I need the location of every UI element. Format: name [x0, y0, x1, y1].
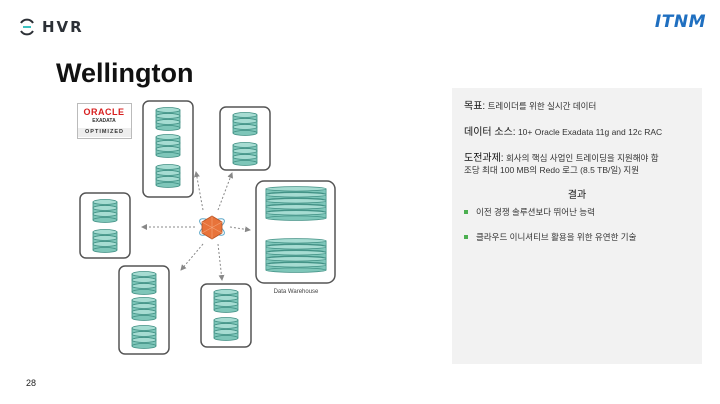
- goal-label: 목표:: [464, 101, 486, 112]
- data-warehouse-label: Data Warehouse: [274, 289, 319, 295]
- source-row: 데이터 소스: 10+ Oracle Exadata 11g and 12c R…: [464, 126, 694, 139]
- result-item: 클라우드 이니셔티브 활용을 위한 유연한 기술: [464, 231, 636, 243]
- page-number: 28: [26, 378, 37, 388]
- replication-arrows: [141, 171, 251, 281]
- hvr-logo: HVR: [18, 18, 84, 36]
- challenge-text-line1: 회사의 핵심 사업인 트레이딩을 지원해야 함: [505, 153, 659, 163]
- goal-row: 목표: 트레이더를 위한 실시간 데이터: [464, 100, 694, 113]
- hvr-logo-text: HVR: [42, 18, 84, 36]
- result-item-text: 클라우드 이니셔티브 활용을 위한 유연한 기술: [476, 232, 637, 242]
- result-item-text: 이전 경쟁 솔루션보다 뛰어난 능력: [476, 207, 595, 217]
- info-panel: 목표: 트레이더를 위한 실시간 데이터 데이터 소스: 10+ Oracle …: [452, 88, 702, 364]
- itnm-logo: ITNM: [654, 12, 706, 32]
- slide-title: Wellington: [56, 58, 194, 88]
- results-heading: 결과: [567, 190, 587, 201]
- goal-text: 트레이더를 위한 실시간 데이터: [487, 101, 597, 111]
- oracle-badge-line1: ORACLE: [83, 107, 125, 117]
- bullet-square-icon: [464, 235, 468, 239]
- hvr-mark-icon: [20, 18, 34, 36]
- source-label: 데이터 소스:: [464, 127, 516, 138]
- database-server-top-right: [219, 106, 271, 171]
- challenge-text-line2: 조당 최대 100 MB의 Redo 로그 (8.5 TB/일) 지원: [464, 165, 640, 175]
- oracle-badge-line2: EXADATA: [92, 118, 116, 124]
- database-server-bottom-left: [118, 265, 170, 355]
- hvr-hub-icon: [199, 215, 225, 240]
- oracle-badge-line3: OPTIMIZED: [78, 128, 131, 137]
- challenge-row: 도전과제: 회사의 핵심 사업인 트레이딩을 지원해야 함: [464, 152, 694, 165]
- oracle-exadata-badge: ORACLE EXADATA OPTIMIZED: [77, 103, 132, 139]
- challenge-label: 도전과제:: [464, 153, 504, 164]
- database-server-bottom-right: [200, 283, 252, 348]
- data-warehouse-server: [255, 180, 336, 284]
- result-item: 이전 경쟁 솔루션보다 뛰어난 능력: [464, 206, 595, 218]
- bullet-square-icon: [464, 210, 468, 214]
- database-server-top-left: [142, 100, 194, 198]
- source-text: 10+ Oracle Exadata 11g and 12c RAC: [517, 127, 663, 137]
- database-server-left: [79, 192, 131, 259]
